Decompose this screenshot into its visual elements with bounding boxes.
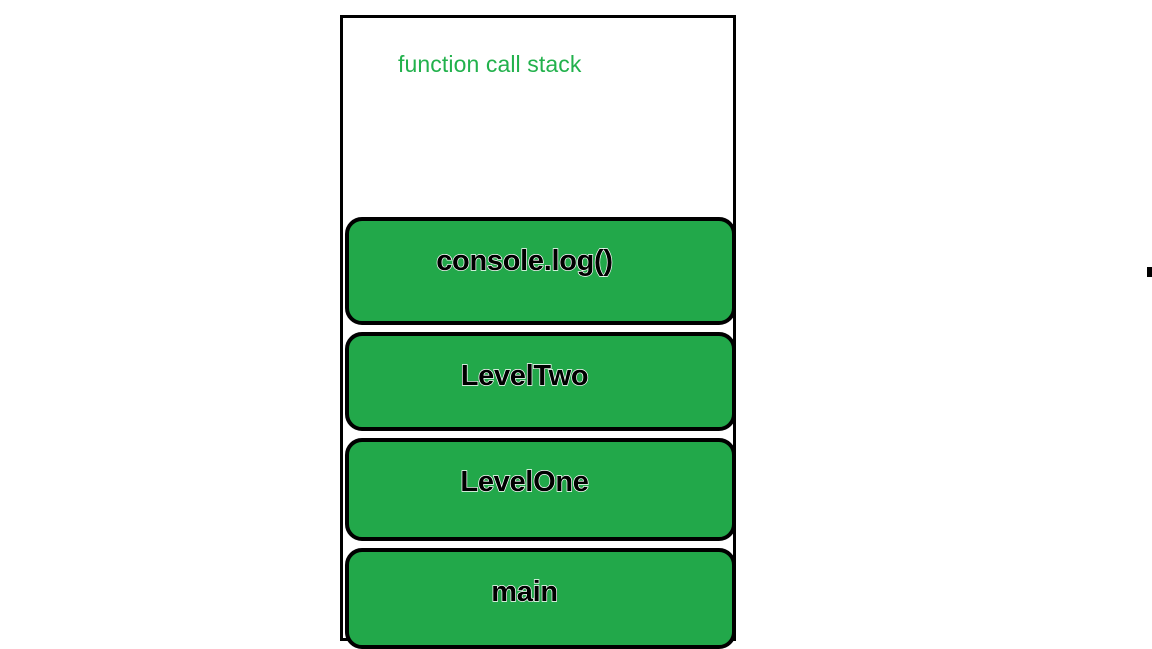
call-stack-frame: function call stack console.log() LevelT… [340, 15, 739, 649]
page-title: function call stack [398, 51, 582, 77]
stack-frame-main[interactable]: main [345, 548, 736, 649]
stack-frames-container: console.log() LevelTwo LevelOne main [343, 203, 739, 649]
stack-frame-levelone[interactable]: LevelOne [345, 438, 736, 541]
stack-frame-label: LevelTwo [460, 359, 589, 392]
cursor-artifact [1147, 267, 1152, 277]
stack-frame-console-log[interactable]: console.log() [345, 217, 736, 325]
stack-frame-label: LevelOne [460, 465, 590, 498]
stack-frame-label: main [491, 575, 559, 608]
stack-frame-label: console.log() [436, 244, 614, 277]
stack-frame-leveltwo[interactable]: LevelTwo [345, 332, 736, 431]
